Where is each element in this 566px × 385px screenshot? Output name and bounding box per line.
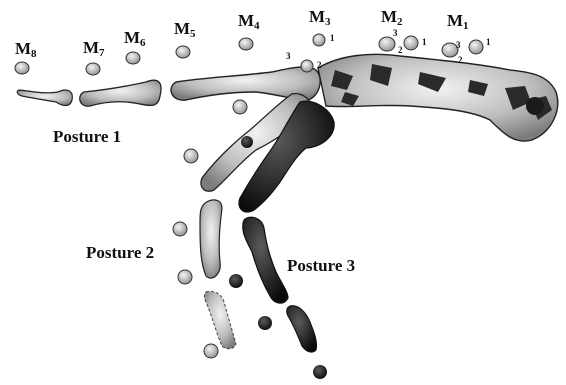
marker-ball-m2a — [379, 37, 395, 51]
point-number-m3-2: 2 — [317, 61, 322, 70]
marker-ball-p2-3 — [173, 222, 187, 236]
point-number-m2-3: 3 — [393, 29, 398, 38]
joint-marker-dark — [241, 136, 253, 148]
posture-1-label: Posture 1 — [53, 128, 121, 145]
marker-label-m2: M2 — [381, 8, 403, 28]
marker-label-m5: M5 — [174, 20, 196, 40]
point-number-m1-2: 2 — [458, 56, 463, 65]
marker-ball-p2-1 — [233, 100, 247, 114]
marker-label-m8: M8 — [15, 40, 37, 60]
distal-phalanx-p2 — [205, 291, 237, 348]
point-number-m1-3: 3 — [456, 41, 461, 50]
marker-label-m4: M4 — [238, 12, 260, 32]
marker-label-m1: M1 — [447, 12, 469, 32]
marker-ball-m3 — [313, 34, 325, 46]
marker-ball-m1b — [469, 40, 483, 54]
middle-phalanx-p3 — [243, 217, 288, 303]
point-number-m2-1: 1 — [422, 38, 427, 47]
marker-label-m3: M3 — [309, 8, 331, 28]
marker-label-m7: M7 — [83, 39, 105, 59]
marker-ball-p3-2 — [258, 316, 272, 330]
middle-phalanx-p1 — [80, 80, 161, 106]
marker-ball-m7 — [86, 63, 100, 75]
marker-ball-p2-4 — [178, 270, 192, 284]
point-number-m3-1: 1 — [330, 34, 335, 43]
marker-ball-m4 — [239, 38, 253, 50]
middle-phalanx-p2 — [200, 200, 222, 278]
point-number-m1-1: 1 — [486, 38, 491, 47]
marker-ball-m8 — [15, 62, 29, 74]
marker-ball-m3-joint — [301, 60, 313, 72]
distal-phalanx-p1 — [17, 90, 72, 106]
point-number-m2-2: 2 — [398, 46, 403, 55]
marker-ball-p3-3 — [313, 365, 327, 379]
posture-3-label: Posture 3 — [287, 257, 355, 274]
marker-ball-p2-5 — [204, 344, 218, 358]
marker-ball-p3-1 — [229, 274, 243, 288]
marker-ball-m5 — [176, 46, 190, 58]
metacarpal-head-dark — [526, 97, 544, 115]
posture-2-label: Posture 2 — [86, 244, 154, 261]
marker-ball-p2-2 — [184, 149, 198, 163]
distal-phalanx-p3 — [287, 306, 317, 352]
marker-ball-m2b — [404, 36, 418, 50]
point-number-m3-3: 3 — [286, 52, 291, 61]
marker-ball-m6 — [126, 52, 140, 64]
marker-label-m6: M6 — [124, 29, 146, 49]
